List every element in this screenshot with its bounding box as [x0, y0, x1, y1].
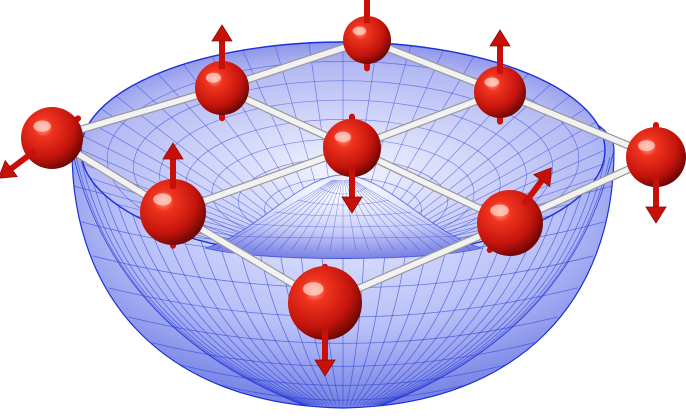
mesh-line: [329, 179, 343, 251]
mesh-line: [214, 179, 333, 251]
sphere-highlight: [153, 193, 172, 206]
sphere-highlight: [33, 120, 51, 132]
sphere-highlight: [638, 140, 655, 152]
mesh-line: [304, 179, 341, 251]
spin-arrow-icon: [341, 196, 363, 214]
spin-arrow-icon: [314, 359, 336, 377]
spin-site: [140, 142, 206, 249]
mesh-line: [377, 56, 475, 218]
sphere-highlight: [490, 204, 509, 217]
mesh-line: [273, 211, 413, 217]
mesh-line: [349, 179, 433, 251]
mesh-line: [227, 179, 334, 251]
spin-site: [474, 29, 526, 125]
spin-arrow-icon: [489, 29, 511, 47]
mesh-line: [296, 199, 390, 206]
sphere-highlight: [205, 72, 221, 83]
mesh-line: [80, 160, 305, 406]
mesh-line: [377, 169, 579, 406]
mesh-line: [398, 83, 552, 224]
sphere-highlight: [352, 26, 367, 36]
mesh-line: [317, 179, 342, 251]
mesh-line: [351, 179, 446, 251]
central-hump: [203, 174, 484, 259]
mesh-line: [278, 179, 339, 251]
mesh-line: [347, 179, 408, 251]
mesh-line: [265, 179, 338, 251]
mesh-line: [87, 163, 306, 406]
spin-site: [288, 263, 362, 377]
mesh-line: [250, 223, 436, 228]
mesh-line: [75, 156, 304, 406]
mesh-line: [412, 135, 603, 233]
mesh-line: [319, 187, 367, 195]
mesh-line: [407, 108, 586, 228]
sphere-highlight: [302, 282, 324, 296]
mesh-line: [381, 160, 606, 406]
mesh-line: [403, 95, 571, 226]
mesh-line: [382, 156, 611, 406]
spin-arrow-shaft: [9, 148, 37, 172]
mesh-line: [380, 163, 599, 406]
spin-arrow-icon: [645, 206, 667, 224]
mesh-line: [89, 121, 276, 231]
spin-arrow-shaft: [521, 178, 545, 207]
spin-arrow-icon: [0, 159, 18, 179]
mesh-line: [227, 235, 459, 239]
mesh-line: [410, 121, 597, 231]
spin-site: [626, 122, 686, 224]
spin-sites: [0, 0, 686, 377]
mesh-line: [379, 166, 589, 406]
mesh-line: [97, 166, 307, 406]
spin-site: [0, 107, 83, 179]
spin-arrow-icon: [162, 142, 184, 160]
mesh-line: [348, 179, 421, 251]
mesh-line: [240, 179, 335, 251]
spin-sphere-icon: [477, 190, 543, 256]
spin-site: [477, 167, 552, 256]
mesh-line: [344, 179, 369, 251]
sphere-highlight: [484, 77, 499, 87]
spin-site: [343, 0, 391, 72]
mesh-line: [100, 108, 279, 228]
mesh-line: [352, 179, 459, 251]
sphere-highlight: [334, 131, 351, 143]
spin-site: [195, 24, 249, 122]
mesh-line: [253, 179, 337, 251]
mesh-line: [115, 95, 283, 226]
mesh-line: [291, 179, 340, 251]
mesh-line: [107, 169, 309, 406]
central-hump-mesh: [214, 179, 472, 251]
spin-site: [323, 113, 381, 214]
spin-sphere-icon: [21, 107, 83, 169]
spin-arrow-icon: [532, 167, 552, 188]
mesh-line: [353, 179, 472, 251]
mesh-line: [382, 149, 614, 406]
mesh-line: [343, 179, 357, 251]
spin-arrow-icon: [211, 24, 233, 42]
